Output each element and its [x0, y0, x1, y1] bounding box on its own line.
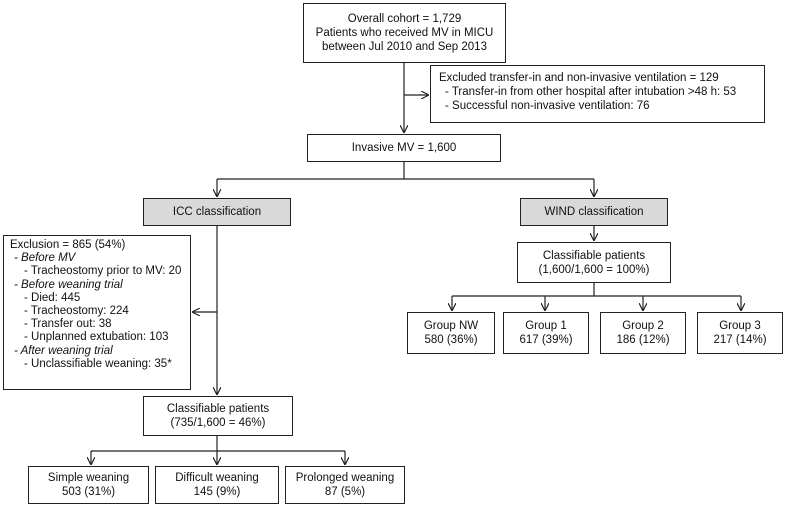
icc-group-value: 87 (5%)	[324, 486, 366, 498]
excluded-transfer-in: - Transfer-in from other hospital after …	[445, 86, 737, 98]
icc-difficult-weaning-box: Difficult weaning 145 (9%)	[155, 466, 279, 504]
icc-group-name: Prolonged weaning	[295, 472, 395, 484]
overall-cohort-box: Overall cohort = 1,729 Patients who rece…	[303, 3, 506, 63]
icc-classifiable-label: Classifiable patients	[166, 403, 270, 415]
wind-group-1-box: Group 1 617 (39%)	[503, 312, 589, 354]
excluded-box: Excluded transfer-in and non-invasive ve…	[430, 65, 765, 123]
wind-classification-box: WIND classification	[520, 198, 668, 226]
overall-cohort-period: between Jul 2010 and Sep 2013	[322, 41, 487, 53]
wind-classification-label: WIND classification	[544, 206, 644, 218]
icc-classifiable-ratio: (735/1,600 = 46%)	[170, 417, 266, 429]
icc-group-value: 145 (9%)	[193, 486, 241, 498]
exclusion-before-mv: - Before MV	[14, 252, 76, 265]
wind-classifiable-ratio: (1,600/1,600 = 100%)	[538, 263, 650, 276]
exclusion-tracheostomy-prior: - Tracheostomy prior to MV: 20	[24, 265, 182, 278]
exclusion-after-weaning: - After weaning trial	[14, 344, 113, 357]
wind-group-2-box: Group 2 186 (12%)	[600, 312, 686, 354]
wind-group-value: 217 (14%)	[713, 334, 767, 346]
wind-classifiable-box: Classifiable patients (1,600/1,600 = 100…	[517, 242, 671, 283]
wind-group-value: 186 (12%)	[616, 334, 670, 346]
wind-group-name: Group NW	[423, 320, 479, 332]
wind-group-value: 580 (36%)	[424, 334, 478, 346]
icc-classifiable-box: Classifiable patients (735/1,600 = 46%)	[143, 396, 293, 436]
wind-group-name: Group 2	[622, 320, 664, 332]
exclusion-died: - Died: 445	[24, 291, 81, 304]
icc-classification-label: ICC classification	[172, 206, 262, 218]
wind-group-3-box: Group 3 217 (14%)	[697, 312, 783, 354]
wind-classifiable-label: Classifiable patients	[542, 249, 646, 262]
icc-classification-box: ICC classification	[143, 198, 291, 226]
wind-group-name: Group 3	[719, 320, 761, 332]
icc-simple-weaning-box: Simple weaning 503 (31%)	[28, 466, 149, 504]
exclusion-transfer-out: - Transfer out: 38	[24, 318, 112, 331]
exclusion-tracheostomy: - Tracheostomy: 224	[24, 305, 129, 318]
exclusion-unclassifiable: - Unclassifiable weaning: 35*	[24, 357, 172, 370]
overall-cohort-desc: Patients who received MV in MICU	[315, 27, 494, 39]
wind-group-value: 617 (39%)	[519, 334, 573, 346]
invasive-mv-box: Invasive MV = 1,600	[307, 134, 501, 162]
wind-group-nw-box: Group NW 580 (36%)	[407, 312, 495, 354]
exclusion-title: Exclusion = 865 (54%)	[10, 239, 126, 251]
icc-group-name: Simple weaning	[47, 472, 130, 484]
exclusion-unplanned-extubation: - Unplanned extubation: 103	[24, 331, 169, 344]
icc-group-value: 503 (31%)	[61, 486, 116, 498]
exclusion-box: Exclusion = 865 (54%) - Before MV - Trac…	[3, 235, 191, 390]
excluded-niv: - Successful non-invasive ventilation: 7…	[445, 100, 650, 112]
invasive-mv-label: Invasive MV = 1,600	[351, 142, 457, 154]
icc-prolonged-weaning-box: Prolonged weaning 87 (5%)	[285, 466, 405, 504]
exclusion-before-weaning: - Before weaning trial	[14, 278, 123, 291]
overall-cohort-count: Overall cohort = 1,729	[347, 13, 462, 25]
icc-group-name: Difficult weaning	[175, 472, 259, 484]
excluded-title: Excluded transfer-in and non-invasive ve…	[439, 72, 719, 84]
wind-group-name: Group 1	[525, 320, 567, 332]
